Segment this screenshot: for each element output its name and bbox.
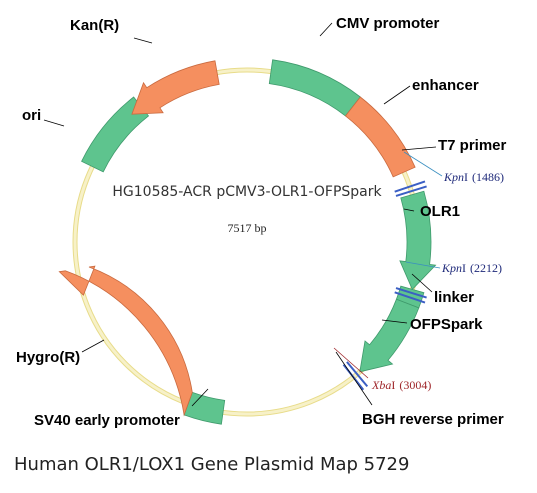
label-bgh-reverse-primer: BGH reverse primer [362,411,504,428]
feature-enhancer [344,96,416,178]
feature-kan [131,60,220,115]
site-xbai-mark [346,361,369,388]
label-kpni-2212: KpnI(2212) [441,261,502,275]
leader-olr1 [403,208,415,212]
label-hygro: Hygro(R) [16,349,80,366]
plasmid-name: HG10585-ACR pCMV3-OLR1-OFPSpark [112,184,382,200]
leader-linker [411,273,433,293]
leader-kpni-1 [403,151,443,177]
leader-kan [133,37,153,44]
label-olr1: OLR1 [420,203,460,220]
leader-cmv [319,22,333,37]
feature-cmv-promoter [268,59,361,117]
leader-hygro [81,339,105,353]
label-ori: ori [22,107,41,124]
leader-kpni-2 [405,261,441,269]
site-kpni-1-mark-2 [395,185,427,197]
leader-enhancer [383,85,411,105]
leader-t7 [401,146,437,151]
feature-hygro [58,265,193,417]
feature-olr1 [399,190,437,291]
plasmid-length: 7517 bp [228,221,267,235]
label-t7-primer: T7 primer [438,137,507,154]
site-kpni-2-mark [395,287,427,299]
leader-bgh [335,351,373,406]
label-linker: linker [434,289,474,306]
leader-xbai [333,347,369,379]
label-xbai-3004: XbaI(3004) [371,378,431,392]
label-enhancer: enhancer [412,77,479,94]
label-ofpspark: OFPSpark [410,316,483,333]
label-cmv-promoter: CMV promoter [336,15,440,32]
site-kpni-2-mark-2 [394,291,426,304]
site-kpni-1-mark [394,180,426,193]
leader-sv40 [191,388,209,407]
leader-ori [43,119,65,127]
leader-ofpspark [381,319,408,324]
label-kan: Kan(R) [70,17,119,34]
feature-ofpspark [359,298,420,373]
figure-caption: Human OLR1/LOX1 Gene Plasmid Map 5729 [14,454,410,475]
label-sv40-early-promoter: SV40 early promoter [34,412,180,429]
label-kpni-1486: KpnI(1486) [443,170,504,184]
